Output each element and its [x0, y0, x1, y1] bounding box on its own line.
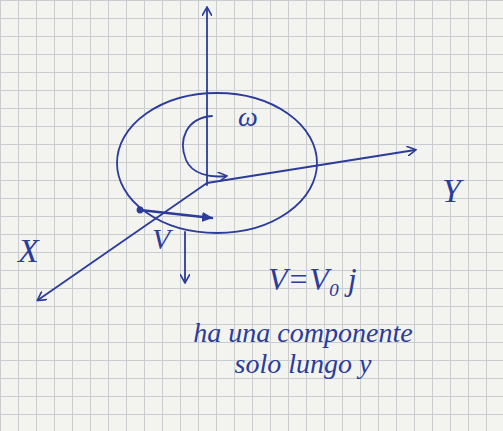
axis-label: Y: [442, 172, 461, 209]
disk: [117, 93, 317, 233]
rotation-arrow: [183, 116, 226, 176]
note: ha una componente solo lungo y: [168, 318, 438, 380]
axis-label: X: [18, 232, 39, 269]
point: [138, 208, 143, 213]
vector-label: V: [152, 222, 170, 255]
y-axis: [207, 150, 415, 183]
z-axis: [206, 8, 208, 185]
omega-label: ω: [238, 102, 258, 133]
equation: V=V₀ j⃗: [268, 262, 382, 297]
x-axis: [38, 183, 207, 300]
small-arrow: [184, 232, 186, 282]
velocity-vector: [140, 210, 212, 218]
